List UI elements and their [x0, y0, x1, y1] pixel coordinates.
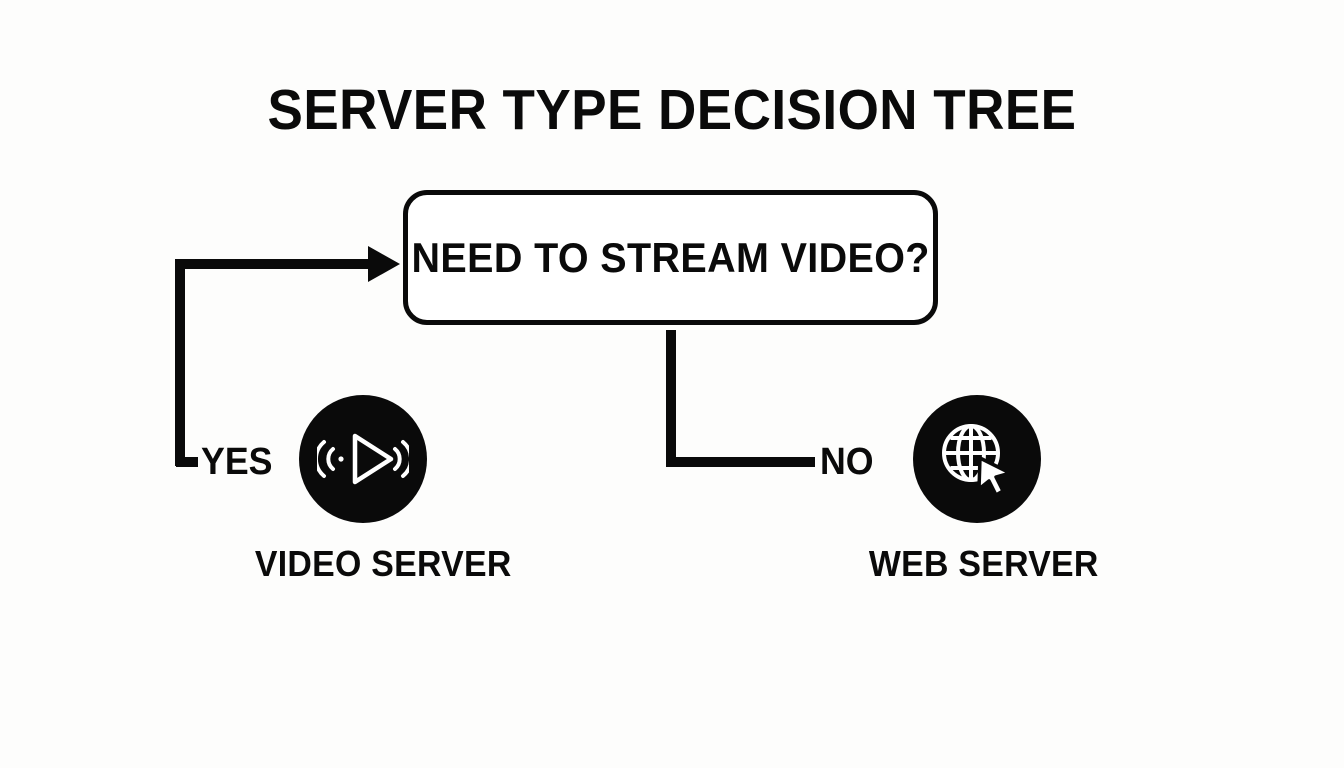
outcome-web-server[interactable]: WEB SERVER	[862, 395, 1099, 584]
branch-label-no: NO	[820, 441, 874, 483]
no-branch-line	[666, 330, 815, 467]
video-server-caption: VIDEO SERVER	[254, 543, 512, 584]
video-server-icon-circle	[299, 395, 427, 523]
diagram-title: SERVER TYPE DECISION TREE	[267, 78, 1077, 142]
video-broadcast-icon	[317, 433, 409, 485]
decision-node[interactable]: NEED TO STREAM VIDEO?	[403, 190, 938, 325]
globe-cursor-icon	[942, 424, 1012, 497]
decision-node-label: NEED TO STREAM VIDEO?	[411, 233, 930, 281]
outcome-video-server[interactable]: VIDEO SERVER	[248, 395, 512, 584]
yes-branch-arrowhead	[368, 246, 400, 282]
branch-label-yes: YES	[201, 441, 273, 483]
web-server-icon-circle	[913, 395, 1041, 523]
web-server-caption: WEB SERVER	[868, 543, 1099, 584]
